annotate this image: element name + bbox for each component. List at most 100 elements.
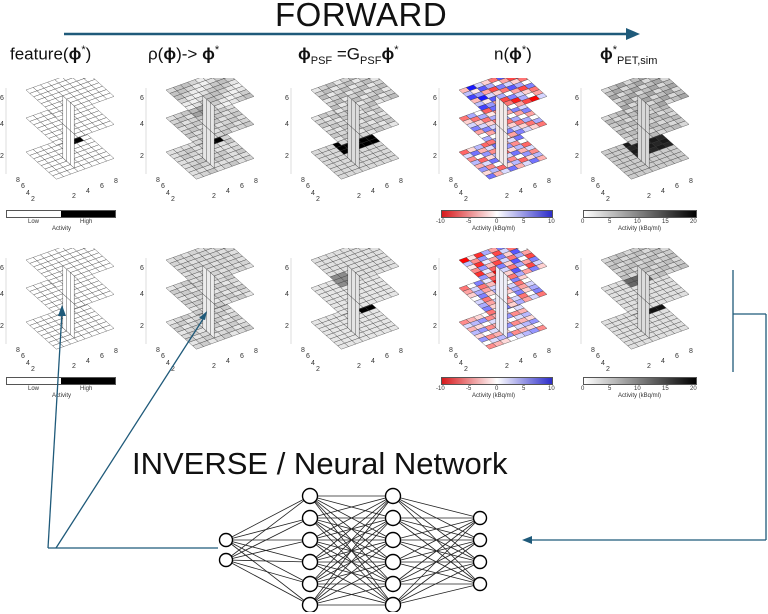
tick-label: 6 bbox=[575, 95, 579, 102]
tick-label: 6 bbox=[575, 265, 579, 272]
middle-slice bbox=[25, 96, 115, 146]
tick-label: 4 bbox=[26, 190, 30, 197]
tick-label: 4 bbox=[86, 188, 90, 195]
nn-node bbox=[472, 576, 488, 592]
tick-label: 6 bbox=[433, 95, 437, 102]
arrow-to-feature bbox=[58, 305, 66, 316]
tick-label: 8 bbox=[547, 178, 551, 185]
tick-label: 6 bbox=[596, 183, 600, 190]
nn-node bbox=[384, 509, 402, 527]
tick-label: 6 bbox=[306, 353, 310, 360]
tick-label: 8 bbox=[16, 347, 20, 354]
tick-label: 2 bbox=[606, 366, 610, 373]
tick-label: 2 bbox=[31, 366, 35, 373]
voxel bbox=[347, 78, 358, 81]
tick-label: 4 bbox=[26, 360, 30, 367]
colorbar-tick: -5 bbox=[466, 386, 472, 392]
voxel bbox=[495, 78, 506, 81]
tick-label: 2 bbox=[575, 323, 579, 330]
column-header-noise: n(ϕ*) bbox=[494, 44, 532, 64]
colorbar-tick: -10 bbox=[436, 219, 445, 225]
tick-label: 4 bbox=[601, 360, 605, 367]
tick-label: 2 bbox=[316, 196, 320, 203]
voxel bbox=[387, 262, 400, 270]
tick-label: 4 bbox=[459, 360, 463, 367]
tick-label: 4 bbox=[311, 190, 315, 197]
tick-label: 2 bbox=[433, 153, 437, 160]
tick-label: 8 bbox=[114, 178, 118, 185]
tick-label: 4 bbox=[661, 358, 665, 365]
colorbar-tick: 0 bbox=[495, 219, 499, 225]
tick-label: 6 bbox=[240, 183, 244, 190]
voxel bbox=[677, 290, 690, 298]
colorbar-tick: 5 bbox=[522, 386, 526, 392]
voxel bbox=[535, 92, 548, 100]
colorbar-diverging-row1 bbox=[441, 210, 553, 218]
tick-label: 4 bbox=[459, 190, 463, 197]
voxel bbox=[242, 92, 255, 100]
voxel bbox=[535, 154, 548, 162]
nn-edge bbox=[392, 539, 481, 606]
top-slice bbox=[600, 248, 690, 288]
tick-label: 4 bbox=[371, 188, 375, 195]
tick-label: 6 bbox=[161, 183, 165, 190]
colorbar-tick: 10 bbox=[548, 386, 555, 392]
tick-label: 6 bbox=[100, 353, 104, 360]
voxel bbox=[387, 92, 400, 100]
nn-node bbox=[301, 596, 319, 612]
nn-edge bbox=[225, 559, 311, 606]
voxel bbox=[102, 120, 115, 128]
nn-node bbox=[301, 553, 319, 571]
tick-label: 2 bbox=[606, 196, 610, 203]
tick-label: 6 bbox=[21, 353, 25, 360]
arrow-to-nn bbox=[522, 536, 532, 544]
tick-label: 2 bbox=[357, 193, 361, 200]
tick-label: 6 bbox=[533, 183, 537, 190]
nn-node bbox=[384, 596, 402, 612]
colorbar-tick: 15 bbox=[662, 386, 669, 392]
tick-label: 2 bbox=[316, 366, 320, 373]
tick-label: 6 bbox=[161, 353, 165, 360]
voxel bbox=[102, 324, 115, 332]
nn-node bbox=[384, 575, 402, 593]
nn-node bbox=[472, 510, 488, 526]
colorbar-title: Activity (kBq/ml) bbox=[472, 393, 516, 399]
voxel bbox=[535, 324, 548, 332]
wall-face bbox=[202, 95, 215, 135]
tick-label: 2 bbox=[31, 196, 35, 203]
inverse-title: INVERSE / Neural Network bbox=[132, 446, 508, 481]
tick-label: 8 bbox=[156, 177, 160, 184]
colorbar-tick: 20 bbox=[690, 386, 697, 392]
colorbar-tick: 10 bbox=[634, 386, 641, 392]
tick-label: 2 bbox=[140, 323, 144, 330]
voxel bbox=[387, 324, 400, 332]
tick-label: 4 bbox=[285, 291, 289, 298]
nn-edge bbox=[392, 517, 481, 563]
forward-arrow bbox=[64, 28, 640, 40]
voxel bbox=[387, 154, 400, 162]
nn-edge bbox=[309, 495, 394, 606]
nn-edge bbox=[225, 495, 311, 541]
colorbar-gray-row2 bbox=[583, 377, 697, 385]
top-slice bbox=[310, 248, 400, 288]
tick-label: 2 bbox=[171, 366, 175, 373]
forward-title: FORWARD bbox=[275, 0, 448, 33]
nn-node bbox=[218, 552, 234, 568]
tick-label: 8 bbox=[254, 178, 258, 185]
voxel bbox=[242, 262, 255, 270]
colorbar-gray-row1 bbox=[583, 210, 697, 218]
nn-node bbox=[301, 509, 319, 527]
nn-node bbox=[472, 532, 488, 548]
voxel bbox=[637, 78, 648, 81]
nn-node bbox=[218, 532, 234, 548]
colorbar-tick: -5 bbox=[466, 219, 472, 225]
tick-label: 4 bbox=[166, 190, 170, 197]
voxel bbox=[62, 78, 73, 81]
colorbar-tick: 15 bbox=[662, 219, 669, 225]
tick-label: 4 bbox=[226, 188, 230, 195]
nn-edge bbox=[309, 495, 394, 563]
tick-label: 2 bbox=[171, 196, 175, 203]
voxel bbox=[242, 154, 255, 162]
